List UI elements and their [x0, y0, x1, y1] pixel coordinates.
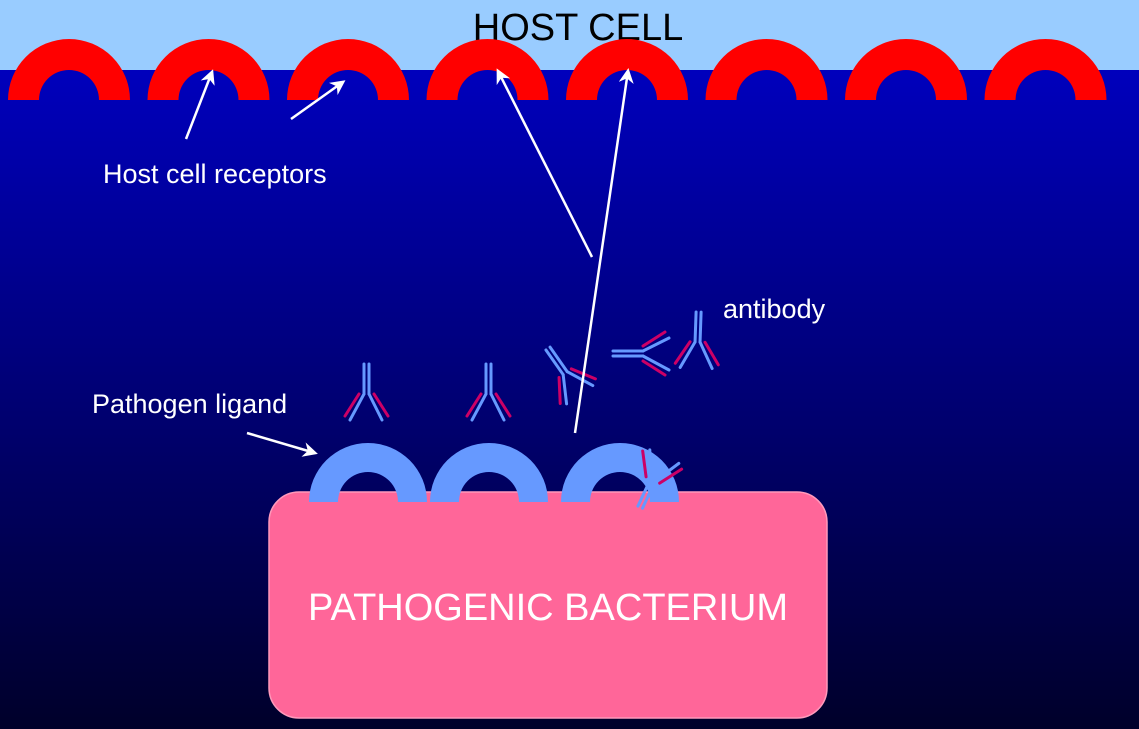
- receptor-4: [426, 38, 549, 100]
- bacterium-label: PATHOGENIC BACTERIUM: [308, 587, 788, 629]
- antibody-4: [611, 330, 671, 377]
- receptor-6: [705, 38, 828, 100]
- antibody-6: [636, 448, 684, 510]
- antibody-1: [343, 362, 390, 422]
- receptor-arrow-3: [496, 68, 594, 258]
- annotation-arrows: [184, 68, 634, 457]
- host-cell-title: HOST CELL: [473, 7, 683, 49]
- antibody-2: [465, 362, 512, 422]
- receptor-7: [845, 39, 967, 100]
- pathogen-ligand-1: [309, 443, 427, 502]
- antibody-5: [673, 310, 720, 371]
- receptor-8: [984, 38, 1107, 100]
- receptor-arrow-1: [184, 69, 215, 140]
- host-cell-receptors-label: Host cell receptors: [103, 159, 327, 189]
- antibody-label: antibody: [723, 294, 826, 324]
- pathogen-ligand-2: [430, 443, 548, 502]
- receptor-3: [287, 39, 409, 100]
- host-cell-receptors: [8, 38, 1107, 100]
- pathogen-ligand-label: Pathogen ligand: [92, 389, 287, 419]
- pathogenic-bacterium: [268, 491, 828, 719]
- receptor-arrow-4: [573, 68, 634, 434]
- receptor-arrow-2: [290, 80, 346, 121]
- ligand-arrow: [246, 431, 318, 457]
- receptor-1: [8, 39, 130, 100]
